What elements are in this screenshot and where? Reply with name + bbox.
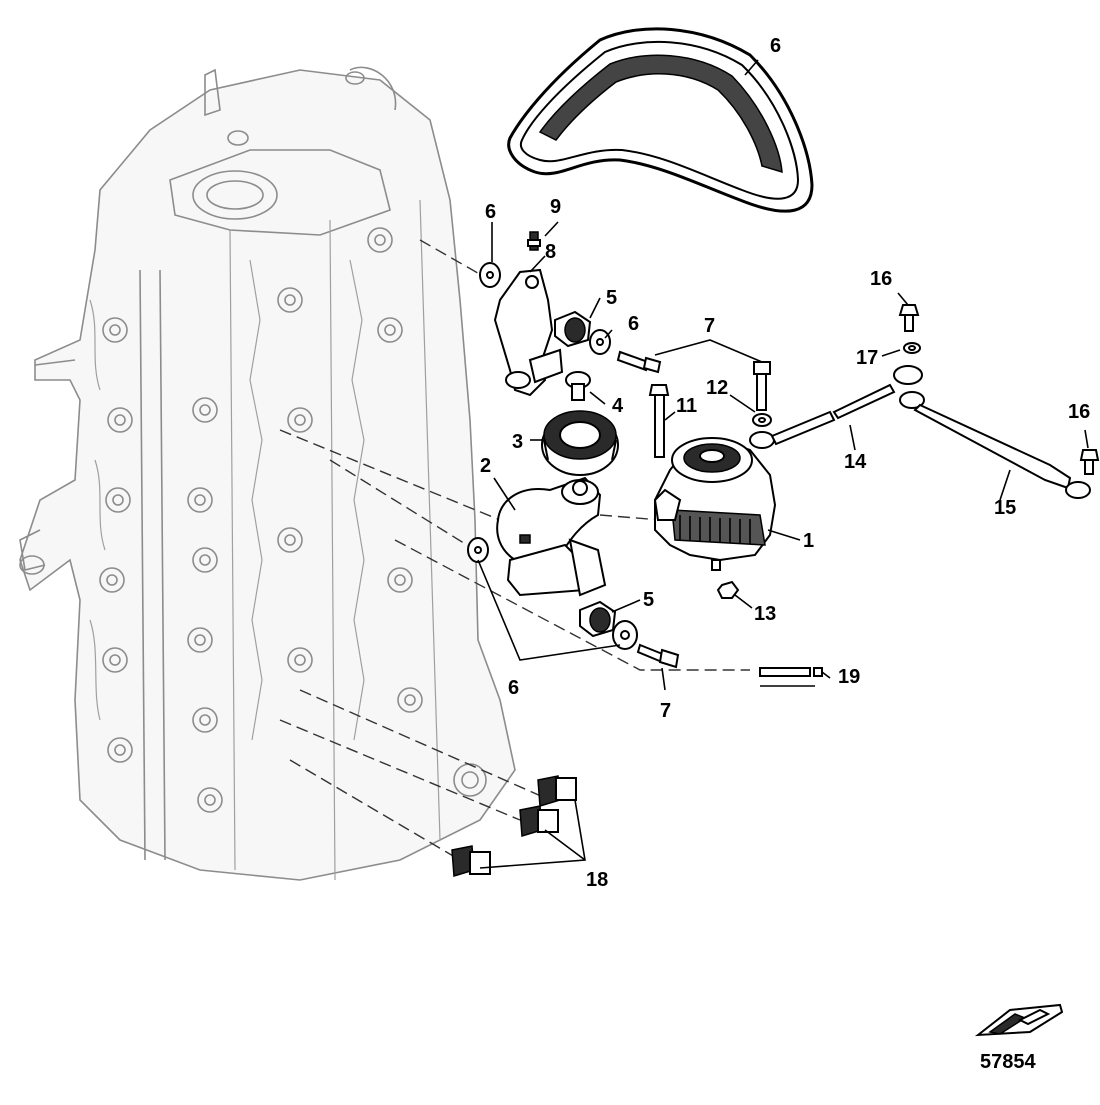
callout-3: 3	[512, 431, 523, 453]
callout-13: 13	[754, 603, 776, 625]
bolts-7	[616, 350, 771, 669]
serpentine-belt	[507, 27, 814, 213]
battery-cable	[749, 365, 923, 449]
callout-15: 15	[994, 497, 1016, 519]
callout-6-bottom: 6	[508, 677, 519, 699]
callout-2: 2	[480, 455, 491, 477]
long-bolt	[648, 384, 670, 458]
callout-12: 12	[706, 377, 728, 399]
boat-orientation-icon	[974, 1003, 1064, 1037]
callout-7-bottom: 7	[660, 700, 671, 722]
bushings	[554, 310, 617, 638]
pulley-bolt	[565, 371, 591, 401]
fasteners-18	[451, 775, 577, 877]
callout-16-right: 16	[1068, 401, 1090, 423]
washer-12	[752, 413, 772, 427]
callout-5-top: 5	[606, 287, 617, 309]
assembly-lines	[279, 239, 750, 861]
nut-13	[716, 580, 740, 599]
callout-11: 11	[676, 395, 697, 417]
callout-6-top: 6	[485, 201, 496, 223]
belt-tensioner	[496, 476, 607, 597]
callout-labels: 6 9 8 6 5 6 7 4 3 2 11 12 1 13 14 15 16 …	[480, 35, 1090, 1073]
washer-17	[903, 342, 921, 354]
callout-4: 4	[612, 395, 624, 417]
alternator	[653, 437, 777, 571]
callout-10: 6	[770, 35, 781, 57]
ground-strap	[899, 391, 1091, 499]
screws-16	[898, 304, 1100, 475]
callout-5-bottom: 5	[643, 589, 654, 611]
callout-7-top: 7	[704, 315, 715, 337]
callout-1: 1	[803, 530, 814, 552]
part-19-pin	[759, 667, 823, 687]
callout-16-top: 16	[870, 268, 892, 290]
callout-6-mid: 6	[628, 313, 639, 335]
washers	[467, 262, 638, 650]
callout-17: 17	[856, 347, 878, 369]
callout-9: 9	[550, 196, 561, 218]
callout-19: 19	[838, 666, 860, 688]
cylinder-bosses	[99, 227, 487, 813]
mounting-bracket	[493, 268, 564, 397]
stud	[527, 231, 541, 251]
leader-lines	[477, 59, 1089, 869]
callout-18: 18	[586, 869, 608, 891]
callout-8: 8	[545, 241, 556, 263]
engine-block	[19, 66, 516, 881]
callout-14: 14	[844, 451, 867, 473]
idler-pulley	[541, 410, 619, 476]
figure-number: 57854	[980, 1051, 1036, 1073]
